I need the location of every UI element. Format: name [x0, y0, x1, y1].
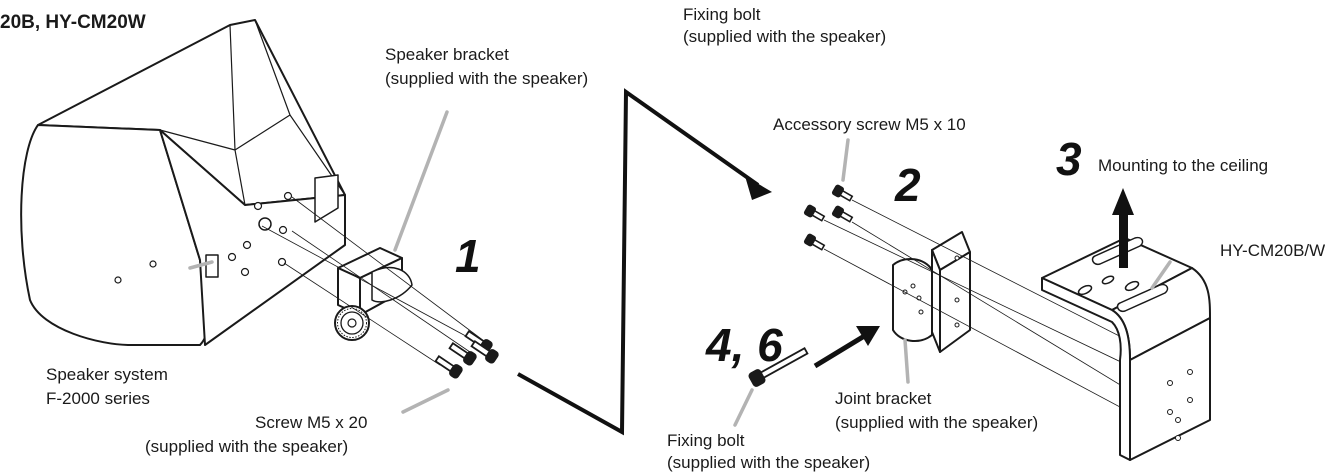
joint-bracket-label: Joint bracket	[835, 389, 932, 408]
insert-arrow	[813, 326, 880, 369]
step-1-number: 1	[455, 230, 481, 282]
fixing-bolt-drawing	[748, 347, 809, 387]
fixing-bolt-top-note: (supplied with the speaker)	[683, 27, 887, 46]
joint-bracket-note: (supplied with the speaker)	[835, 413, 1039, 432]
model-label: HY-CM20B/W	[1220, 241, 1325, 260]
speaker-bracket-note: (supplied with the speaker)	[385, 69, 589, 88]
speaker-bracket-drawing	[334, 247, 413, 341]
joint-bracket-drawing	[892, 231, 971, 353]
step-4-6-number: 4, 6	[706, 319, 783, 371]
fixing-bolt-bottom-label: Fixing bolt	[667, 431, 745, 450]
speaker-assembly-lines	[261, 196, 489, 366]
speaker-cabinet-drawing	[20, 19, 346, 346]
speaker-horn-lines	[159, 19, 346, 206]
ceiling-bracket-drawing	[1041, 236, 1211, 461]
flow-line	[517, 88, 760, 436]
fixing-bolt-bottom-note: (supplied with the speaker)	[667, 453, 871, 472]
step-2-number: 2	[895, 159, 921, 211]
speaker-connector	[205, 254, 219, 278]
speaker-front-hole-1	[114, 276, 122, 284]
mount-arrow-up	[1112, 188, 1134, 268]
accessory-screw-label: Accessory screw M5 x 10	[773, 115, 966, 134]
screw-m5x20-note: (supplied with the speaker)	[145, 437, 349, 456]
mounting-ceiling-label: Mounting to the ceiling	[1098, 156, 1269, 175]
speaker-bracket-label: Speaker bracket	[385, 45, 509, 64]
m5x20-screws	[434, 329, 499, 379]
screw-m5x20-label: Screw M5 x 20	[255, 413, 368, 432]
fixing-bolt-top-label: Fixing bolt	[683, 5, 761, 24]
speaker-series-label: F-2000 series	[46, 389, 150, 408]
page-title: 20B, HY-CM20W	[0, 12, 146, 33]
accessory-screws	[803, 184, 854, 251]
speaker-front-hole-2	[149, 260, 157, 268]
step-3-number: 3	[1056, 133, 1082, 185]
leader-lines	[188, 110, 1172, 427]
speaker-system-label: Speaker system	[46, 365, 168, 384]
flow-arrowhead	[745, 176, 772, 200]
speaker-rear-face	[159, 129, 346, 346]
speaker-rear-window	[314, 174, 339, 223]
